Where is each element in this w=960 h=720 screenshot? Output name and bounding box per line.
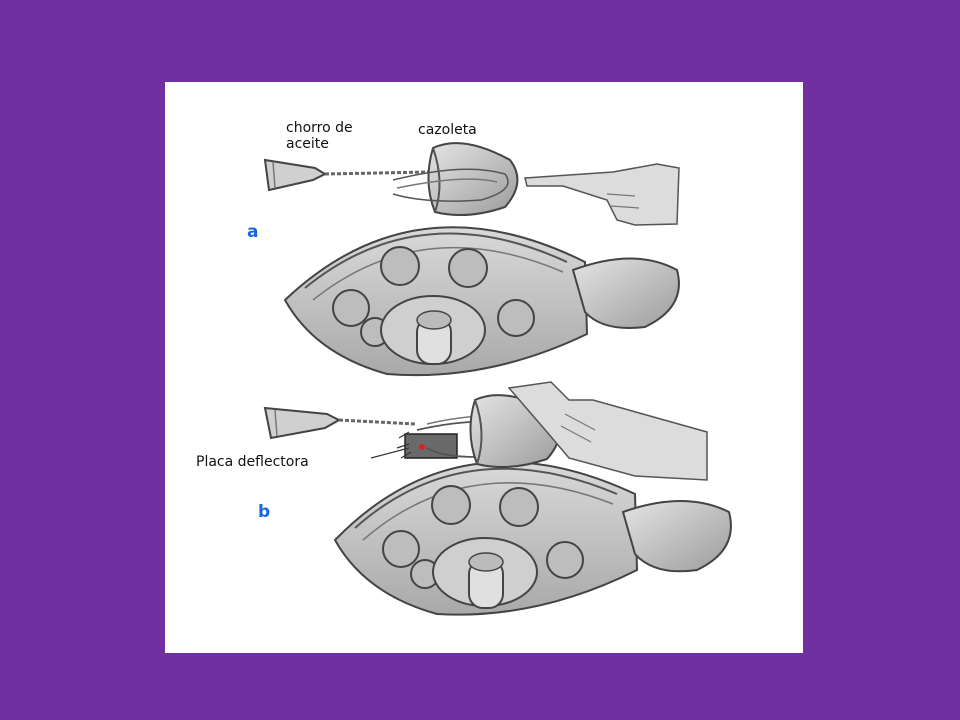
deflector-leader-line xyxy=(370,447,410,459)
cup-label: cazoleta xyxy=(418,122,477,138)
panel-label-b: b xyxy=(258,502,271,522)
panel-label-a: a xyxy=(247,222,259,242)
wheel-a-holes xyxy=(332,246,535,347)
hand-b xyxy=(507,381,708,481)
oil-jet-a xyxy=(324,170,431,176)
hand-a xyxy=(524,163,680,226)
diagram-b xyxy=(263,381,732,616)
oil-jet-b xyxy=(338,418,416,426)
deflector-marker xyxy=(419,444,425,450)
diagram-a xyxy=(263,142,680,377)
nozzle-a xyxy=(263,158,328,192)
oil-jet-label: chorro de aceite xyxy=(286,120,353,152)
wheel-b-holes xyxy=(382,485,584,589)
nozzle-b xyxy=(263,406,342,440)
side-bucket-b xyxy=(621,500,732,573)
deflector-plate-label: Placa deflectora xyxy=(196,454,309,470)
pelton-wheel-illustration xyxy=(263,142,732,616)
figure-panel: chorro de aceite cazoleta a Placa deflec… xyxy=(165,82,803,653)
side-bucket-a xyxy=(571,257,680,329)
deflector-plate xyxy=(404,433,458,459)
